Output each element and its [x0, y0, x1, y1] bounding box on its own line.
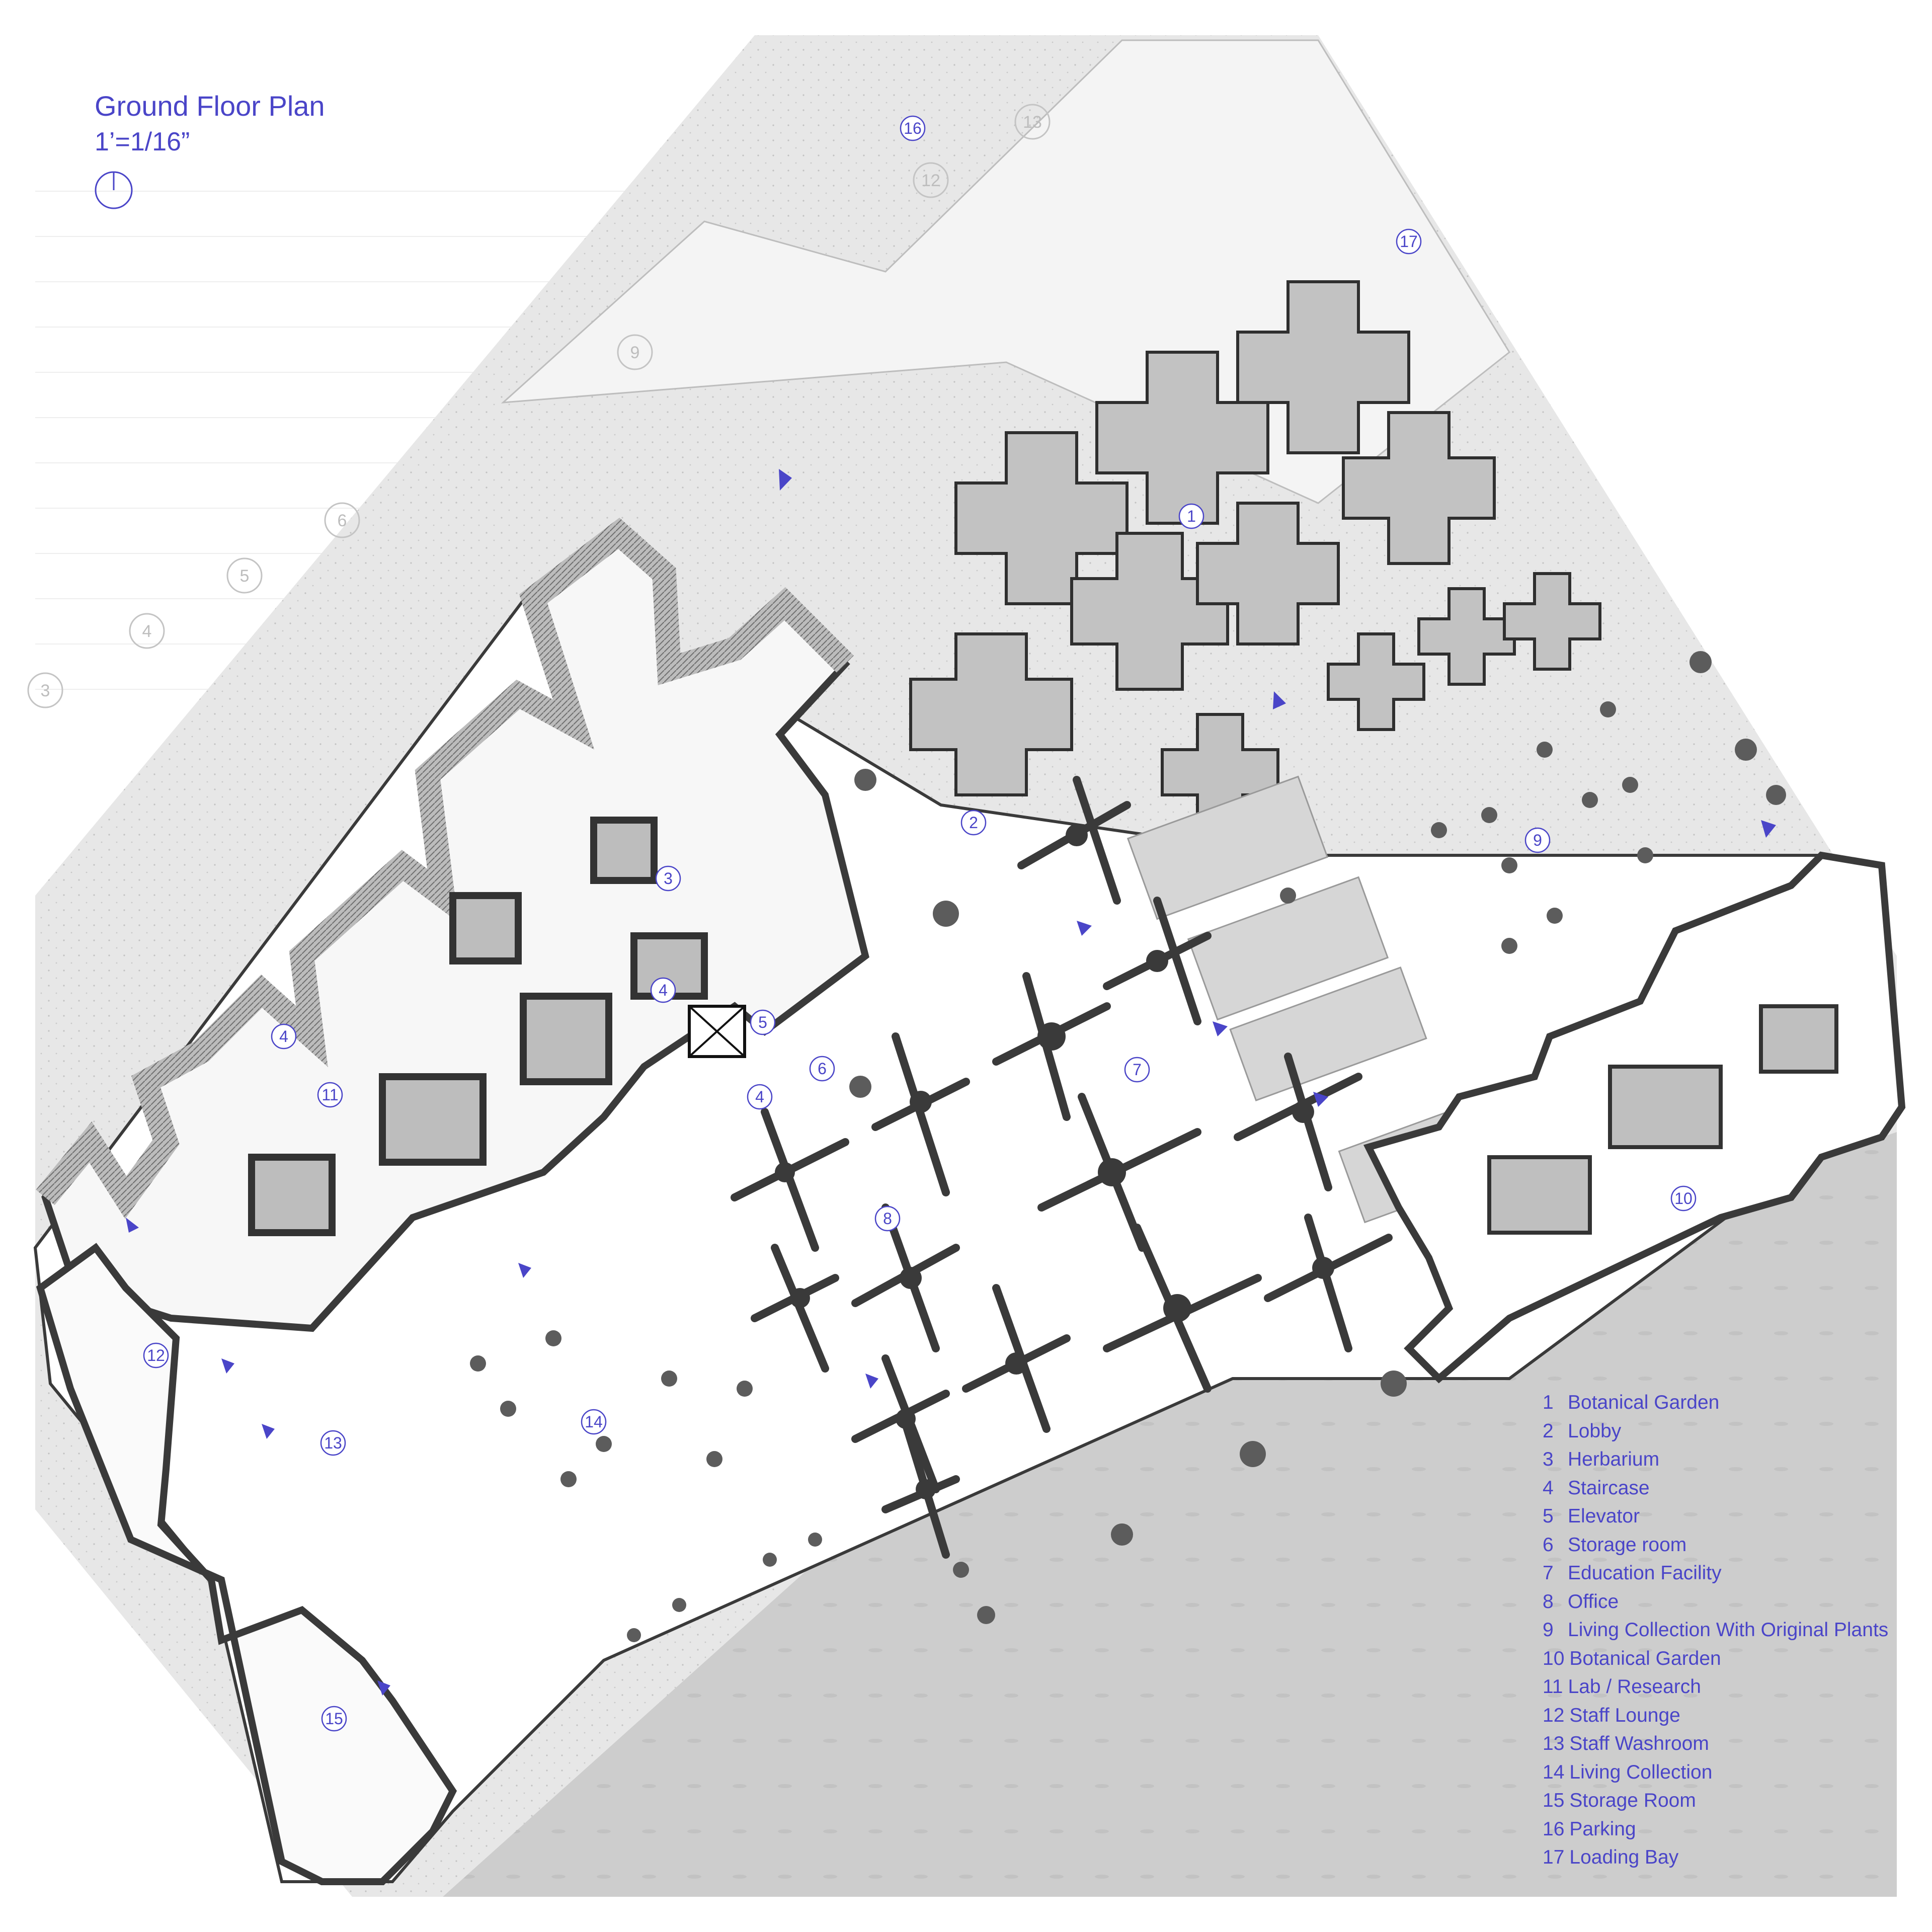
legend-number: 3 — [1543, 1448, 1554, 1470]
grid-tag: 3 — [41, 681, 50, 700]
room-tag: 16 — [904, 119, 922, 137]
room-tag: 6 — [818, 1060, 827, 1078]
legend-item: 5 Elevator — [1543, 1502, 1888, 1531]
grid-bubbles — [27, 104, 1051, 708]
legend-number: 15 — [1543, 1790, 1565, 1811]
roof-overhang — [36, 517, 854, 1219]
room-tag: 5 — [758, 1013, 767, 1031]
grid-tag: 5 — [240, 567, 250, 586]
legend-label: Storage Room — [1569, 1790, 1696, 1811]
grid-tag: 4 — [142, 622, 152, 641]
room-tags — [143, 115, 1697, 1732]
legend-label: Office — [1568, 1590, 1619, 1613]
legend-label: Botanical Garden — [1568, 1392, 1720, 1413]
legend-label: Botanical Garden — [1569, 1647, 1721, 1669]
grid-tag: 9 — [630, 343, 640, 362]
room-tag: 4 — [659, 981, 668, 999]
north-arrow-icon — [95, 171, 133, 209]
legend-number: 13 — [1543, 1733, 1565, 1754]
legend-label: Living Collection — [1569, 1761, 1713, 1783]
legend-label: Herbarium — [1568, 1448, 1660, 1470]
grid-tag: 12 — [921, 171, 940, 190]
legend-number: 14 — [1543, 1761, 1565, 1783]
legend-label: Parking — [1569, 1818, 1636, 1840]
legend-item: 3 Herbarium — [1543, 1445, 1888, 1474]
room-tag: 2 — [969, 814, 978, 832]
legend-number: 2 — [1543, 1420, 1554, 1442]
legend-item: 2 Lobby — [1543, 1417, 1888, 1446]
grid-tag: 6 — [338, 511, 347, 530]
drawing-title: Ground Floor Plan — [95, 90, 325, 122]
legend-item: 1 Botanical Garden — [1543, 1389, 1888, 1417]
legend-item: 4 Staircase — [1543, 1474, 1888, 1503]
trees — [470, 651, 1786, 1642]
elevator-shaft — [688, 1005, 746, 1058]
legend-number: 6 — [1543, 1534, 1554, 1556]
legend-number: 12 — [1543, 1704, 1565, 1726]
room-tag: 15 — [325, 1710, 343, 1728]
legend-number: 8 — [1543, 1590, 1554, 1613]
room-tag: 7 — [1133, 1061, 1142, 1079]
legend-number: 17 — [1543, 1846, 1565, 1868]
garden-planters — [909, 280, 1601, 832]
legend-label: Living Collection With Original Plants — [1568, 1619, 1889, 1641]
legend-label: Staff Washroom — [1569, 1733, 1709, 1754]
legend-number: 10 — [1543, 1647, 1565, 1669]
legend-number: 5 — [1543, 1505, 1554, 1527]
courtyards — [248, 817, 708, 1236]
drawing-scale: 1’=1/16” — [95, 127, 190, 156]
room-tag-labels: 1 2 3 4 4 4 5 6 7 8 9 10 11 12 13 14 15 … — [147, 119, 1693, 1728]
legend-number: 11 — [1543, 1676, 1563, 1698]
legend-item: 7 Education Facility — [1543, 1559, 1888, 1588]
grid-bubble-labels: 3 4 5 6 9 12 13 — [41, 113, 1042, 700]
legend-item: 9 Living Collection With Original Plants — [1543, 1616, 1888, 1645]
legend-item: 6 Storage room — [1543, 1531, 1888, 1560]
room-tag: 17 — [1400, 232, 1418, 251]
room-tag: 11 — [321, 1086, 338, 1104]
room-tag: 3 — [664, 869, 673, 888]
room-tag: 1 — [1187, 507, 1196, 525]
legend-label: Lab / Research — [1568, 1676, 1702, 1698]
room-tag: 8 — [883, 1210, 892, 1228]
entry-markers — [126, 469, 1776, 1696]
west-wing — [36, 1243, 457, 1885]
legend-label: Lobby — [1568, 1420, 1622, 1442]
legend-label: Elevator — [1568, 1505, 1640, 1527]
legend-label: Staff Lounge — [1569, 1704, 1680, 1726]
legend-number: 7 — [1543, 1562, 1554, 1584]
room-tag: 9 — [1533, 831, 1542, 849]
legend-label: Education Facility — [1568, 1562, 1722, 1584]
legend-label: Staircase — [1568, 1477, 1650, 1499]
legend-number: 9 — [1543, 1619, 1554, 1641]
room-tag: 4 — [755, 1088, 764, 1106]
room-tag: 12 — [147, 1346, 165, 1364]
legend-number: 4 — [1543, 1477, 1554, 1499]
legend-label: Storage room — [1568, 1534, 1687, 1556]
grid-tag: 13 — [1023, 113, 1042, 132]
room-tag: 14 — [585, 1413, 603, 1431]
background-lines — [35, 191, 755, 690]
room-tag: 10 — [1674, 1189, 1693, 1208]
east-courtyards — [1487, 1004, 1838, 1235]
room-tag: 13 — [324, 1434, 342, 1452]
legend-number: 16 — [1543, 1818, 1565, 1840]
legend-number: 1 — [1543, 1392, 1554, 1413]
legend-label: Loading Bay — [1569, 1846, 1679, 1868]
column-nodes — [775, 824, 1334, 1499]
legend-item: 8 Office — [1543, 1588, 1888, 1617]
room-tag: 4 — [279, 1027, 288, 1045]
